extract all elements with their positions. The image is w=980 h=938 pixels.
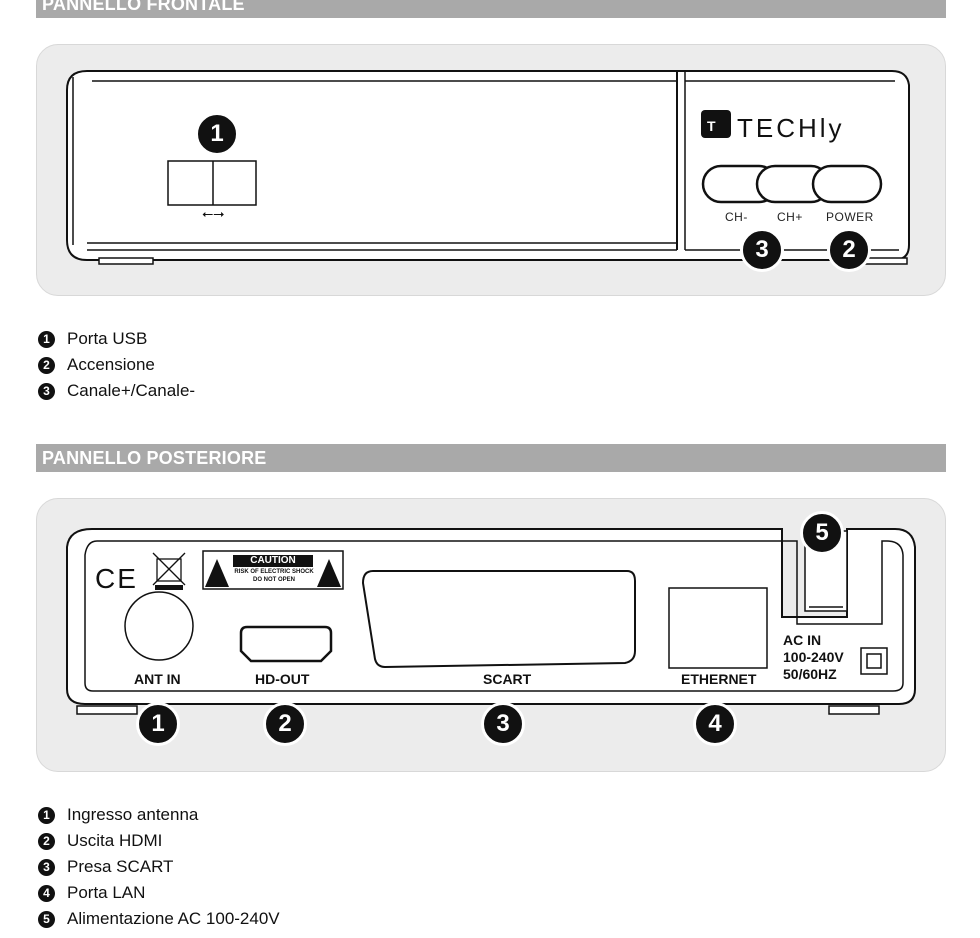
list-item: 1 Porta USB <box>38 326 195 352</box>
front-panel-figure: T TECHly ⭠⭢ CH- CH+ POWER 1 2 3 <box>36 44 946 296</box>
legend-number: 4 <box>38 884 55 902</box>
list-item: 1 Ingresso antenna <box>38 802 280 828</box>
rear-device-drawing <box>66 528 916 715</box>
ac-frequency-label: 50/60HZ <box>783 666 837 682</box>
caution-line2: DO NOT OPEN <box>252 577 295 583</box>
list-item: 2 Uscita HDMI <box>38 828 280 854</box>
badge-scart: 3 <box>481 702 525 746</box>
ch-minus-label: CH- <box>725 210 748 224</box>
front-device-drawing: T <box>66 70 910 265</box>
badge-lan: 4 <box>693 702 737 746</box>
legend-number: 1 <box>38 330 55 348</box>
ac-voltage-label: 100-240V <box>783 649 844 665</box>
badge-power: 2 <box>827 228 871 272</box>
brand-logo: TECHly <box>737 113 845 143</box>
caution-line1: RISK OF ELECTRIC SHOCK <box>234 569 314 575</box>
legend-number: 3 <box>38 382 55 400</box>
svg-text:T: T <box>707 118 716 134</box>
rear-panel-heading: PANNELLO POSTERIORE <box>36 444 946 472</box>
legend-text: Porta LAN <box>67 883 146 902</box>
legend-text: Ingresso antenna <box>67 805 199 824</box>
list-item: 5 Alimentazione AC 100-240V <box>38 906 280 932</box>
list-item: 3 Presa SCART <box>38 854 280 880</box>
legend-number: 2 <box>38 832 55 850</box>
ant-in-label: ANT IN <box>134 671 181 687</box>
legend-text: Canale+/Canale- <box>67 381 196 400</box>
ac-in-label: AC IN <box>783 632 822 648</box>
ch-plus-label: CH+ <box>777 210 803 224</box>
legend-text: Porta USB <box>67 329 148 348</box>
badge-channel: 3 <box>740 228 784 272</box>
rear-panel-figure: CE CAUTION RISK OF ELECTRIC SHOCK DO NOT… <box>36 498 946 772</box>
ethernet-label: ETHERNET <box>681 671 757 687</box>
legend-text: Alimentazione AC 100-240V <box>67 909 280 928</box>
badge-usb: 1 <box>195 112 239 156</box>
hd-out-label: HD-OUT <box>255 671 310 687</box>
list-item: 4 Porta LAN <box>38 880 280 906</box>
legend-text: Accensione <box>67 355 155 374</box>
badge-antenna: 1 <box>136 702 180 746</box>
legend-number: 5 <box>38 910 55 928</box>
list-item: 2 Accensione <box>38 352 195 378</box>
legend-number: 1 <box>38 806 55 824</box>
ce-mark: CE <box>95 563 138 594</box>
front-panel-heading: PANNELLO FRONTALE <box>36 0 946 18</box>
front-legend: 1 Porta USB 2 Accensione 3 Canale+/Canal… <box>38 326 195 404</box>
list-item: 3 Canale+/Canale- <box>38 378 195 404</box>
power-label: POWER <box>826 210 874 224</box>
caution-title: CAUTION <box>250 555 296 566</box>
legend-text: Uscita HDMI <box>67 831 163 850</box>
legend-number: 2 <box>38 356 55 374</box>
legend-number: 3 <box>38 858 55 876</box>
scart-label: SCART <box>483 671 532 687</box>
badge-power-ac: 5 <box>800 511 844 555</box>
rear-legend: 1 Ingresso antenna 2 Uscita HDMI 3 Presa… <box>38 802 280 932</box>
badge-hdmi: 2 <box>263 702 307 746</box>
usb-icon: ⭠⭢ <box>202 205 225 221</box>
legend-text: Presa SCART <box>67 857 174 876</box>
